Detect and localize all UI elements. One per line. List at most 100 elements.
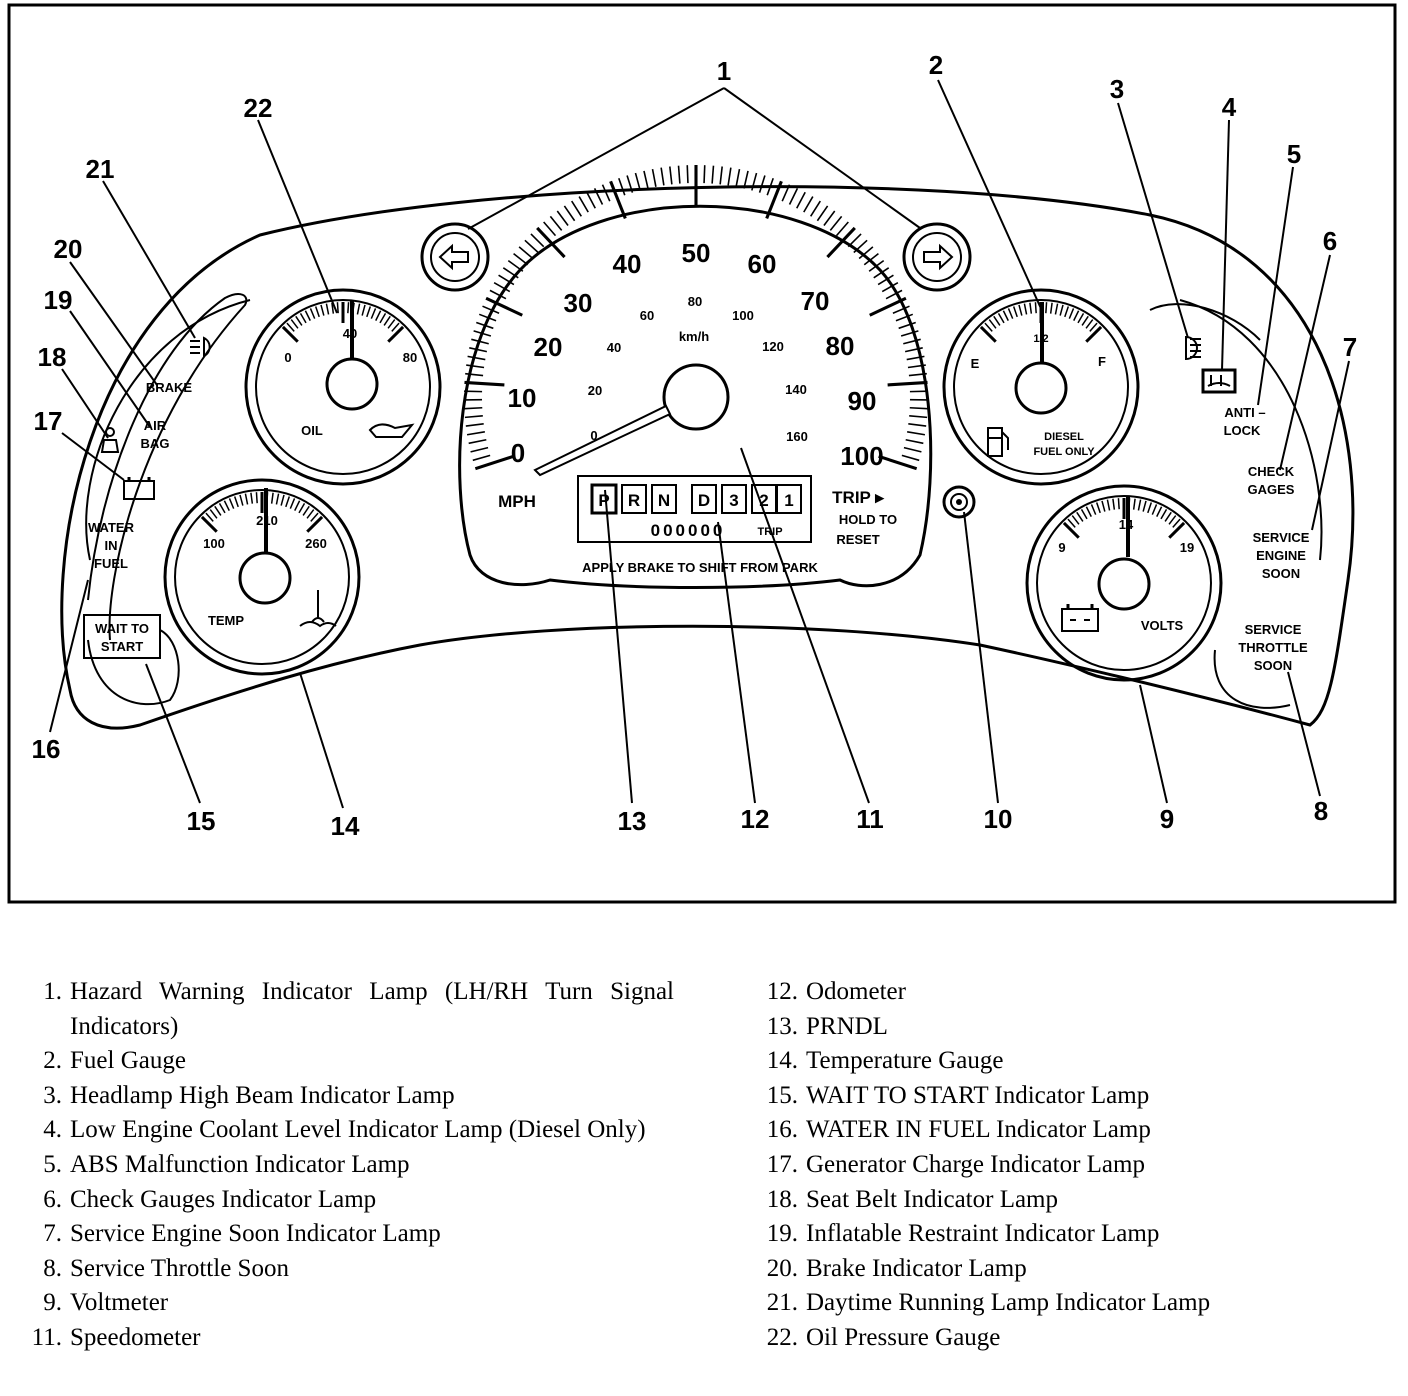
callout-19: 19 [44, 285, 73, 315]
mph-label-20: 20 [534, 332, 563, 362]
tick-mark [703, 165, 706, 184]
tick-mark [464, 415, 483, 419]
tick-mark [1156, 506, 1163, 517]
tick-mark [908, 372, 927, 377]
tick-mark [493, 281, 511, 293]
tick-mark [1054, 303, 1059, 315]
tick-mark [474, 454, 514, 471]
service-throttle-lamp-line3: SOON [1254, 658, 1292, 673]
gages-lamp: GAGES [1248, 482, 1295, 497]
tick-mark [485, 296, 523, 317]
callout-17: 17 [34, 406, 63, 436]
mph-label-70: 70 [801, 286, 830, 316]
tick-mark [643, 170, 649, 189]
tick-mark [255, 492, 258, 504]
tick-mark [1007, 308, 1014, 319]
temperature-gauge: 100 210 260 TEMP [163, 478, 361, 676]
tick-mark [336, 302, 339, 314]
tick-mark [563, 205, 576, 222]
callout-7: 7 [1343, 332, 1357, 362]
tick-mark [464, 380, 505, 387]
service-engine-lamp-line3: SOON [1262, 566, 1300, 581]
tick-mark [905, 438, 924, 445]
anti-lamp: ANTI – [1224, 405, 1265, 420]
fuel-lamp: FUEL [94, 556, 128, 571]
tick-mark [877, 274, 894, 286]
tick-mark [809, 200, 821, 217]
tick-mark [233, 496, 239, 508]
tick-mark [901, 454, 920, 462]
kmh-label-40: 40 [607, 340, 621, 355]
legend-item-16: 16.WATER IN FUEL Indicator Lamp [766, 1116, 1151, 1144]
prndl-p: P [598, 491, 609, 510]
fuel-label-diesel: DIESEL [1044, 431, 1084, 443]
temp-mid: 210 [256, 513, 278, 528]
hazard-lh-lamp [420, 222, 490, 292]
tick-mark [518, 246, 534, 260]
legend-item-7: 7.Service Engine Soon Indicator Lamp [43, 1220, 441, 1248]
tick-mark [907, 431, 926, 436]
tick-mark [593, 187, 604, 205]
tick-mark [578, 196, 589, 213]
tick-mark [979, 325, 997, 343]
tick-mark [366, 306, 372, 318]
temp-label: TEMP [208, 613, 244, 628]
tick-mark [549, 215, 563, 231]
tick-mark [618, 177, 626, 196]
tick-mark [1049, 302, 1053, 314]
tick-mark [1112, 498, 1116, 510]
tick-mark [903, 446, 922, 453]
tick-mark [829, 215, 843, 231]
tick-mark [465, 423, 484, 427]
prndl-box-d [691, 484, 717, 514]
tick-mark [796, 191, 806, 209]
kmh-label-80: 80 [688, 294, 702, 309]
fuel-gauge-ticks [979, 302, 1103, 343]
tick-mark [1045, 302, 1048, 314]
tick-mark [507, 259, 524, 272]
tick-mark [298, 503, 306, 514]
legend-item-2: 2.Fuel Gauge [43, 1047, 186, 1075]
low-coolant-icon [1201, 368, 1237, 394]
wait-to-lamp: WAIT TO [95, 621, 149, 636]
tick-mark [302, 505, 310, 516]
tick-mark [881, 281, 899, 293]
battery-icon [1061, 604, 1099, 632]
right-arrow-icon [923, 243, 954, 271]
tick-mark [1012, 306, 1018, 318]
voltmeter: 9 14 19 VOLTS [1025, 484, 1223, 682]
trip-reset-button[interactable] [942, 485, 976, 519]
tick-mark [530, 233, 545, 248]
fuel-gauge: E 1/2 F DIESEL FUEL ONLY [942, 288, 1140, 486]
tick-mark [205, 512, 214, 522]
tick-mark [200, 515, 218, 533]
tick-mark [310, 512, 319, 522]
legend-item-6: 6.Check Gauges Indicator Lamp [43, 1185, 377, 1213]
tick-mark [347, 302, 350, 314]
tick-mark [903, 338, 921, 345]
legend-item-22: 22.Oil Pressure Gauge [766, 1323, 1001, 1351]
tick-mark [898, 321, 916, 330]
tick-mark [1064, 306, 1070, 318]
tick-mark [835, 221, 849, 237]
tick-mark [735, 168, 741, 187]
tick-mark [1089, 322, 1098, 332]
tick-mark [823, 210, 836, 226]
oil-mid: 40 [343, 326, 357, 341]
tick-mark [751, 172, 758, 191]
prndl-n: N [658, 491, 670, 510]
legend-item-20: 20.Brake Indicator Lamp [766, 1254, 1027, 1282]
tick-mark [1085, 319, 1094, 329]
tick-mark [1080, 509, 1088, 520]
tick-mark [909, 415, 928, 419]
tick-mark [1147, 502, 1153, 514]
prndl-2: 2 [759, 491, 768, 510]
tick-mark [309, 308, 316, 319]
tick-mark [286, 322, 295, 332]
tick-mark [270, 492, 274, 504]
service-throttle-lamp-line2: THROTTLE [1238, 640, 1308, 655]
mph-label-100: 100 [840, 441, 883, 471]
tick-mark [466, 431, 485, 436]
prndl-box-p [590, 483, 618, 515]
tick-mark [1132, 498, 1136, 510]
